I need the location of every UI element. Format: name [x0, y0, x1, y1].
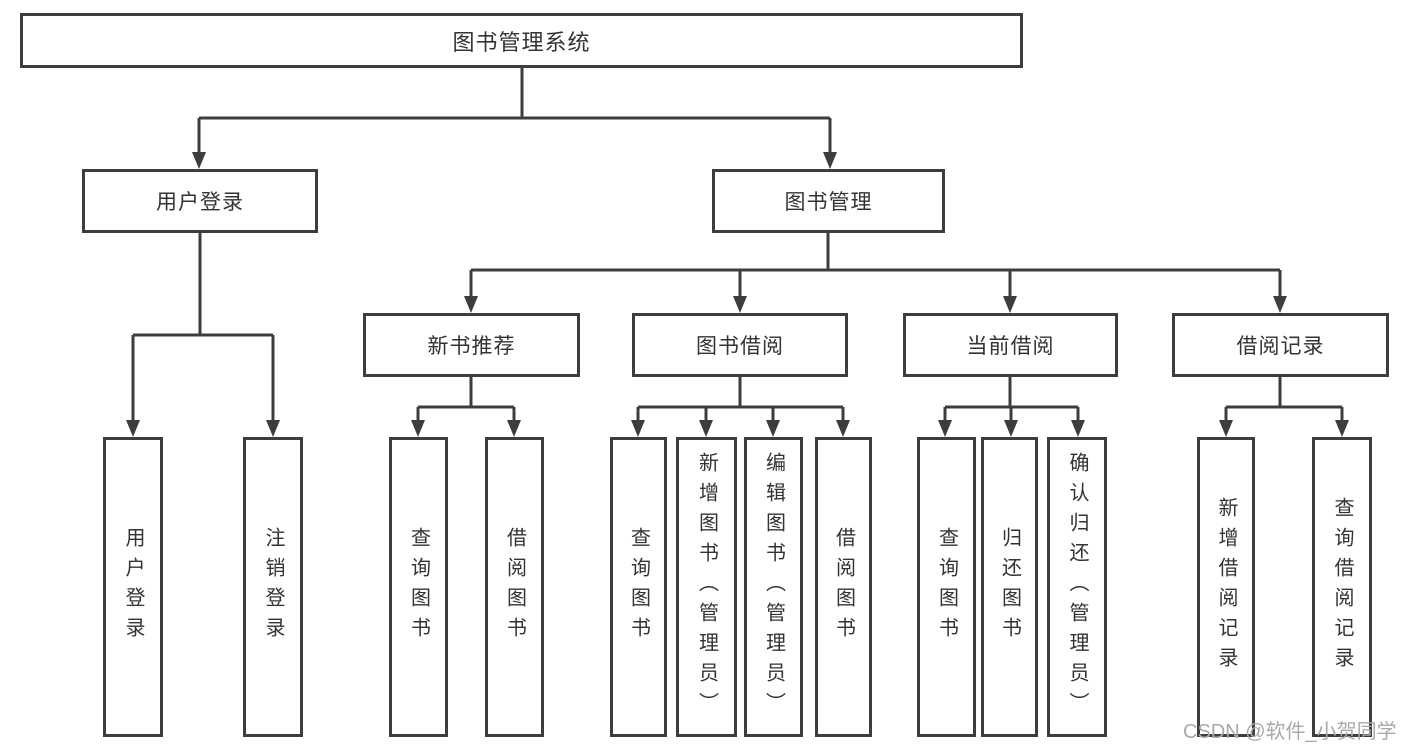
leaf-query-books-borrowing: 查询图书 [610, 437, 667, 737]
leaf-user-login: 用户登录 [103, 437, 163, 737]
leaf-edit-book-admin-label: 编辑图书（管理员） [762, 452, 785, 722]
node-book-management: 图书管理 [712, 169, 945, 233]
leaf-query-books-recommend: 查询图书 [389, 437, 448, 737]
node-current-borrowing-label: 当前借阅 [966, 335, 1055, 358]
leaf-query-books-current: 查询图书 [917, 437, 976, 737]
leaf-query-borrow-record: 查询借阅记录 [1312, 437, 1372, 737]
node-new-book-recommendation-label: 新书推荐 [427, 335, 516, 358]
leaf-add-borrow-record-label: 新增借阅记录 [1215, 497, 1237, 677]
leaf-borrow-books-borrowing: 借阅图书 [815, 437, 872, 737]
leaf-edit-book-admin: 编辑图书（管理员） [744, 437, 803, 737]
leaf-borrow-books-recommend-label: 借阅图书 [503, 527, 526, 647]
node-library-system-label: 图书管理系统 [452, 29, 591, 55]
node-user-login-label: 用户登录 [156, 191, 244, 214]
leaf-add-book-admin: 新增图书（管理员） [676, 437, 737, 737]
leaf-user-login-label: 用户登录 [122, 527, 144, 647]
leaf-logout: 注销登录 [243, 437, 303, 737]
node-book-borrowing: 图书借阅 [632, 313, 848, 377]
leaf-borrow-books-borrowing-label: 借阅图书 [832, 527, 855, 647]
node-book-management-label: 图书管理 [784, 191, 873, 214]
leaf-return-books: 归还图书 [981, 437, 1038, 737]
node-borrowing-records-label: 借阅记录 [1236, 335, 1325, 358]
leaf-query-books-recommend-label: 查询图书 [407, 527, 430, 647]
leaf-logout-label: 注销登录 [262, 527, 284, 647]
leaf-query-books-borrowing-label: 查询图书 [627, 527, 650, 647]
leaf-confirm-return-admin-label: 确认归还（管理员） [1066, 452, 1088, 722]
leaf-add-book-admin-label: 新增图书（管理员） [695, 452, 718, 722]
node-new-book-recommendation: 新书推荐 [363, 313, 580, 377]
leaf-return-books-label: 归还图书 [998, 527, 1021, 647]
leaf-query-books-current-label: 查询图书 [935, 527, 958, 647]
node-book-borrowing-label: 图书借阅 [696, 335, 784, 358]
node-borrowing-records: 借阅记录 [1172, 313, 1389, 377]
leaf-borrow-books-recommend: 借阅图书 [485, 437, 544, 737]
node-user-login: 用户登录 [82, 169, 318, 233]
node-current-borrowing: 当前借阅 [903, 313, 1118, 377]
csdn-watermark: CSDN @软件_小贺同学 [1183, 721, 1397, 743]
leaf-query-borrow-record-label: 查询借阅记录 [1331, 497, 1353, 677]
leaf-confirm-return-admin: 确认归还（管理员） [1047, 437, 1107, 737]
node-library-system: 图书管理系统 [20, 13, 1023, 68]
leaf-add-borrow-record: 新增借阅记录 [1197, 437, 1255, 737]
